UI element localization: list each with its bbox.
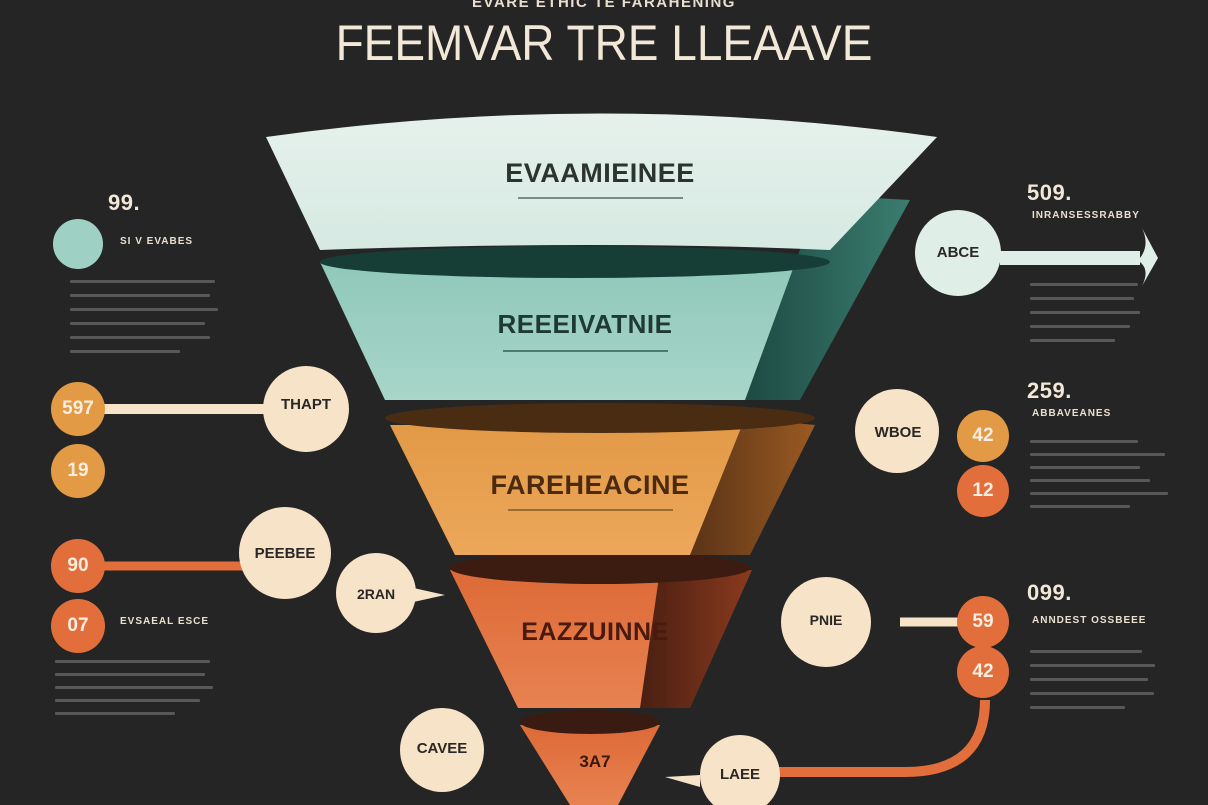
right-text-block-1 <box>1030 283 1145 342</box>
tier5-label: 3A7 <box>579 752 611 771</box>
left-badge-4-value: 07 <box>67 615 89 636</box>
left-badge-3-label: PEEBEE <box>254 545 316 562</box>
tier2-label: REEEIVATNIE <box>497 309 673 339</box>
right-stat-2: 259. <box>1027 378 1072 403</box>
right-badge-2-label: WBOE <box>874 424 922 441</box>
badge-left-3b-label-circle <box>336 553 416 633</box>
funnel-tier-3-top <box>385 403 815 433</box>
tier2-rule <box>502 350 668 352</box>
funnel-tier-3 <box>390 425 755 555</box>
badge-right-3 <box>957 465 1009 517</box>
left-badge-1-label: THAPT <box>281 396 331 413</box>
tier1-label: EVAAMIEINEE <box>505 158 695 188</box>
funnel-tier-5-top <box>520 710 660 734</box>
funnel-tier-1 <box>266 113 937 250</box>
right-badge-4-label: PNIE <box>809 612 843 628</box>
left-text-block-2 <box>55 660 215 715</box>
badge-right-4 <box>781 577 871 667</box>
right-heading-2: ABBAVEANES <box>1032 408 1112 419</box>
pointer-bottom-right <box>665 775 700 787</box>
funnel-tier-5 <box>520 725 660 805</box>
badge-left-1 <box>51 382 105 436</box>
right-heading-1: INRANSESSRABBY <box>1032 210 1140 221</box>
tier4-label: EAZZUINNE <box>521 618 669 646</box>
left-badge-3b-label: 2RAN <box>356 586 396 602</box>
badge-right-2-num <box>957 410 1009 462</box>
badge-left-3 <box>51 539 105 593</box>
left-heading-2: EVSAEAL ESCE <box>120 616 210 627</box>
badges <box>51 210 1009 805</box>
badge-right-1 <box>915 210 1001 296</box>
left-heading-1: SI V EVABES <box>120 236 194 247</box>
funnel-tier-2-side <box>745 195 910 400</box>
badge-bottom-left <box>400 708 484 792</box>
right-badge-5-value: 42 <box>972 661 994 682</box>
tier3-label: FAREHEACINE <box>490 470 690 500</box>
left-badge-2-value: 19 <box>67 460 89 481</box>
right-badge-1-label: ABCE <box>936 244 980 261</box>
bottom-left-label: CAVEE <box>416 740 468 757</box>
tier1-label-group: EVAAMIEINEE <box>420 158 780 199</box>
left-badge-1-value: 597 <box>62 398 94 419</box>
right-stat-3: 099. <box>1027 580 1072 605</box>
funnel-tier-2-top <box>320 246 830 278</box>
left-stat-1: 99. <box>108 190 141 215</box>
right-text-block-2 <box>1030 440 1170 508</box>
badge-left-3-label-circle <box>239 507 331 599</box>
funnel-tier-3-side <box>690 418 815 555</box>
bottom-right-label: LAEE <box>719 766 760 783</box>
badge-right-5 <box>957 646 1009 698</box>
right-badge-3-value: 12 <box>972 480 994 501</box>
right-text-block-3 <box>1030 650 1160 709</box>
badge-left-2 <box>51 444 105 498</box>
right-stat-1: 509. <box>1027 180 1072 205</box>
badge-right-4-num <box>957 596 1009 648</box>
connector-right-5 <box>770 699 990 777</box>
tier3-rule <box>507 509 673 511</box>
badge-left-4 <box>51 599 105 653</box>
tier2-label-group: REEEIVATNIE <box>400 309 770 352</box>
tier3-label-group: FAREHEACINE <box>420 470 760 511</box>
funnel <box>266 113 937 805</box>
badge-left-teal <box>53 219 103 269</box>
funnel-tier-4-top <box>450 552 750 584</box>
left-text-block-1 <box>70 280 220 353</box>
badge-bottom-right <box>700 735 780 805</box>
left-badge-3-value: 90 <box>67 555 89 576</box>
right-heading-3: ANNDEST OSSBEEE <box>1032 615 1147 626</box>
funnel-tier-2 <box>320 262 830 400</box>
supertitle: EVARE ETHIC TE FARAHENING <box>472 0 736 11</box>
badge-right-2 <box>855 389 939 473</box>
funnel-tier-4-side <box>640 570 752 708</box>
tier1-rule <box>517 197 683 199</box>
badge-left-1-label-circle <box>263 366 349 452</box>
right-badge-2-value: 42 <box>972 425 994 446</box>
tier4-label-group: EAZZUINNE <box>470 618 720 647</box>
page-title: FEEMVAR TRE LLEAAVE <box>335 15 873 71</box>
right-badge-4-value: 59 <box>972 611 994 632</box>
connector-right-1 <box>1000 251 1140 265</box>
